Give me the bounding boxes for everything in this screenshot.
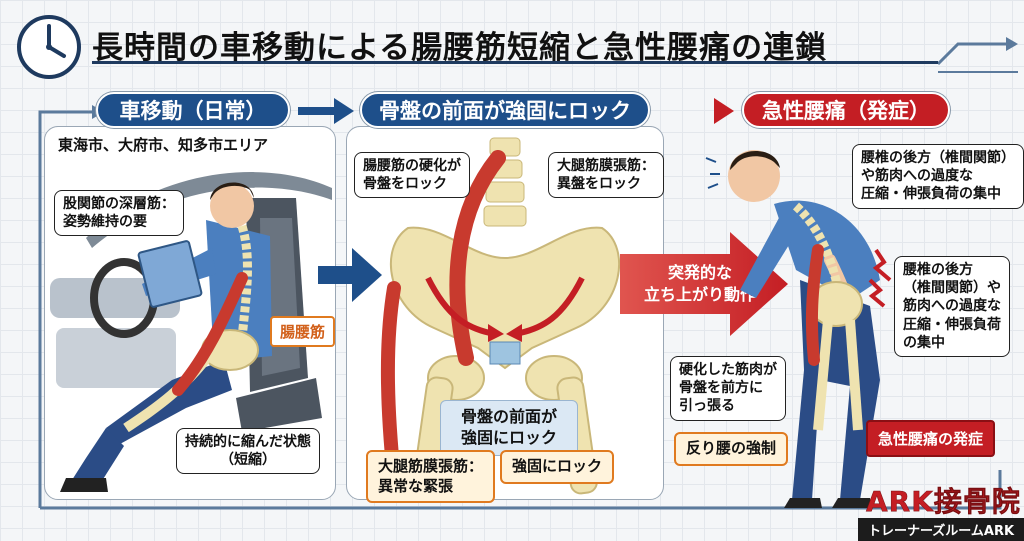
area-label: 東海市、大府市、知多市エリア bbox=[58, 136, 269, 154]
back-pain-person-illustration bbox=[705, 150, 892, 508]
iliopsoas-tag: 腸腰筋 bbox=[270, 316, 336, 347]
sudden-standup-arrow bbox=[620, 232, 788, 336]
title-bar: 長時間の車移動による腸腰筋短縮と急性腰痛の連鎖 bbox=[92, 18, 938, 66]
callout-lumbar-load-top: 腰椎の後方（椎間関節） や筋肉への過度な 圧縮・伸張負荷の集中 bbox=[852, 144, 1024, 209]
arrow-to-panel2-icon bbox=[298, 98, 354, 124]
callout-deep-muscle: 股関節の深層筋： 姿勢維持の要 bbox=[54, 190, 184, 237]
callout-lumbar-load-side: 腰椎の後方 （椎間関節）や 筋肉への過度な 圧縮・伸張負荷 の集中 bbox=[894, 256, 1010, 357]
callout-shortened-state: 持続的に縮んだ状態 （短縮） bbox=[176, 428, 320, 475]
clinic-logo: ARK接骨院 bbox=[866, 485, 1021, 519]
acute-onset-tag: 急性腰痛の発症 bbox=[866, 420, 996, 457]
seated-driver-illustration bbox=[50, 172, 332, 492]
page-title: 長時間の車移動による腸腰筋短縮と急性腰痛の連鎖 bbox=[92, 30, 828, 66]
callout-tfl-lock: 大腿筋膜張筋： 異盤をロック bbox=[548, 152, 664, 199]
firm-lock-tag: 強固にロック bbox=[500, 450, 615, 484]
arrow-to-panel3-icon bbox=[666, 98, 734, 124]
callout-muscle-pull: 硬化した筋肉が 骨盤を前方に 引っ張る bbox=[670, 356, 786, 421]
arrow-flow-1-icon bbox=[318, 248, 382, 302]
tfl-tension-tag: 大腿筋膜張筋： 異常な緊張 bbox=[366, 450, 496, 503]
transition-label: 突発的な 立ち上がり動作 bbox=[643, 263, 756, 304]
clinic-sub-logo: トレーナーズルームARK bbox=[858, 518, 1024, 541]
panel1-header: 車移動（日常） bbox=[96, 92, 290, 128]
callout-iliopsoas-lock: 腸腰筋の硬化が 骨盤をロック bbox=[354, 152, 470, 199]
clock-icon bbox=[17, 15, 81, 79]
panel3-header: 急性腰痛（発症） bbox=[742, 92, 950, 128]
panel2-header: 骨盤の前面が強固にロック bbox=[360, 92, 650, 128]
pelvis-locked-label: 骨盤の前面が 強固にロック bbox=[440, 400, 578, 456]
forced-arch-tag: 反り腰の強制 bbox=[674, 432, 789, 466]
